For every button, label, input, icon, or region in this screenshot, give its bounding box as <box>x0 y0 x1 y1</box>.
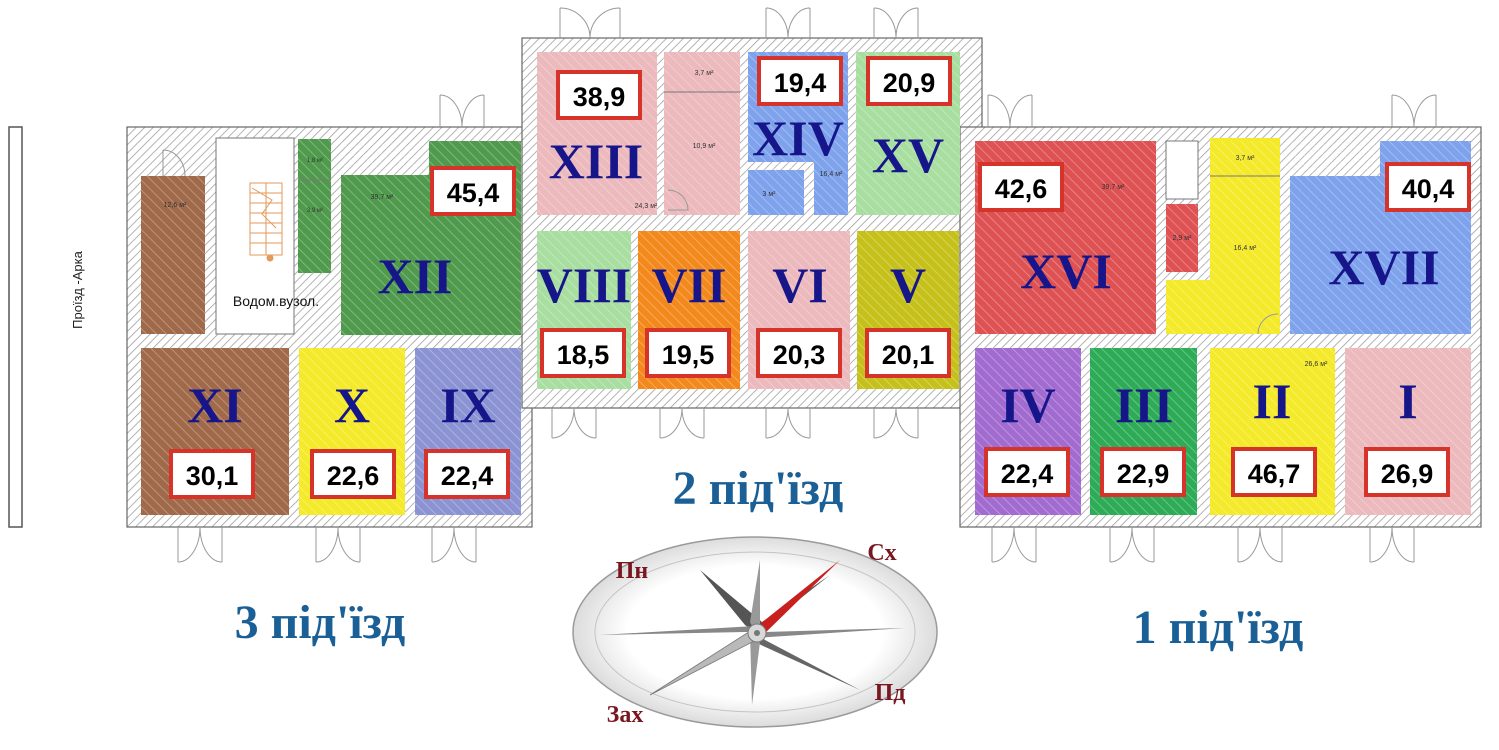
unit-numeral-xv: XV <box>872 127 944 183</box>
unit-numerals: I II III IV V VI VII VIII IX X XI XII XI… <box>187 110 1439 433</box>
arch-passage-strip <box>8 126 23 528</box>
area-box-iii: 22,9 <box>1100 447 1186 497</box>
unit-numeral-i: I <box>1398 373 1417 429</box>
unit-numeral-xi: XI <box>187 377 243 433</box>
sub-area-xvi: 39,7 м² <box>1102 184 1125 191</box>
svg-text:20,1: 20,1 <box>882 340 935 370</box>
area-box-v: 20,1 <box>865 328 951 378</box>
area-box-xiii: 38,9 <box>556 70 642 120</box>
sub-area-xii: 39,7 м² <box>371 194 394 201</box>
svg-text:42,6: 42,6 <box>995 174 1048 204</box>
sub-area-stair-a: 1,8 м² <box>307 158 323 164</box>
compass-east: Сх <box>867 540 896 566</box>
unit-numeral-vii: VII <box>651 257 726 313</box>
area-box-vii: 19,5 <box>645 328 731 378</box>
unit-numeral-xii: XII <box>377 248 452 304</box>
area-boxes: 26,9 46,7 22,9 22,4 20,1 20,3 19,5 18,5 … <box>169 56 1471 499</box>
sub-area-xiv-b: 16,4 м² <box>820 171 843 178</box>
area-box-x: 22,6 <box>310 449 396 499</box>
svg-text:46,7: 46,7 <box>1248 459 1301 489</box>
unit-numeral-x: X <box>334 377 370 433</box>
doors <box>162 7 1437 563</box>
area-box-xi: 30,1 <box>169 449 255 499</box>
sub-area-labels: 12,6 м² 1,8 м² 3,9 м² 39,7 м² 3,7 м² 10,… <box>164 70 1328 368</box>
svg-text:38,9: 38,9 <box>573 82 626 112</box>
unit-numeral-vi: VI <box>772 257 828 313</box>
area-box-xv: 20,9 <box>866 56 952 106</box>
svg-text:20,9: 20,9 <box>883 68 936 98</box>
svg-text:20,3: 20,3 <box>773 340 826 370</box>
svg-text:18,5: 18,5 <box>557 340 610 370</box>
svg-text:22,9: 22,9 <box>1117 459 1170 489</box>
area-box-xii: 45,4 <box>430 166 516 216</box>
area-box-viii: 18,5 <box>540 328 626 378</box>
svg-text:22,4: 22,4 <box>441 461 494 491</box>
area-box-xvii: 40,4 <box>1385 162 1471 212</box>
interior-lines <box>298 91 1280 200</box>
unit-numeral-xiii: XIII <box>549 133 643 189</box>
room-utility <box>215 137 295 335</box>
sub-area-ii-a: 3,7 м² <box>1236 155 1255 162</box>
unit-numeral-xvii: XVII <box>1328 239 1439 295</box>
area-box-iv: 22,4 <box>984 447 1070 497</box>
area-box-ii: 46,7 <box>1231 447 1317 497</box>
area-box-i: 26,9 <box>1364 447 1450 497</box>
sub-area-xiii-a: 3,7 м² <box>695 70 714 77</box>
unit-numeral-iii: III <box>1115 377 1173 433</box>
svg-text:19,4: 19,4 <box>774 68 827 98</box>
sub-area-xvi-small: 2,9 м² <box>1173 235 1192 242</box>
entrance-label-3: 3 під'їзд <box>235 596 406 649</box>
compass-south: Пд <box>875 680 906 706</box>
svg-text:22,4: 22,4 <box>1001 459 1054 489</box>
staircase-icon <box>249 182 283 262</box>
unit-numeral-ix: IX <box>440 377 496 433</box>
sub-area-brown: 12,6 м² <box>164 202 187 209</box>
unit-numeral-iv: IV <box>1000 377 1056 433</box>
entrance-label-1: 1 під'їзд <box>1133 601 1304 654</box>
unit-numeral-xvi: XVI <box>1020 243 1112 299</box>
sub-area-xiv-a: 3 м² <box>763 191 777 198</box>
unit-numeral-viii: VIII <box>537 257 631 313</box>
compass-west: Зах <box>607 702 644 728</box>
svg-text:30,1: 30,1 <box>186 461 239 491</box>
sub-area-xiii-b: 10,9 м² <box>693 143 716 150</box>
area-box-xiv: 19,4 <box>757 56 843 106</box>
sub-area-ii-c: 26,6 м² <box>1305 361 1328 368</box>
svg-text:26,9: 26,9 <box>1381 459 1434 489</box>
svg-text:40,4: 40,4 <box>1402 174 1455 204</box>
svg-text:45,4: 45,4 <box>447 178 500 208</box>
sub-area-xiii-c: 24,3 м² <box>635 203 658 210</box>
unit-numeral-ii: II <box>1253 373 1292 429</box>
svg-text:19,5: 19,5 <box>662 340 715 370</box>
compass-north: Пн <box>616 558 649 584</box>
area-box-ix: 22,4 <box>424 449 510 499</box>
area-box-xvi: 42,6 <box>978 162 1064 212</box>
sub-area-ii-b: 16,4 м² <box>1234 245 1257 252</box>
sub-area-stair-b: 3,9 м² <box>307 208 323 214</box>
svg-text:22,6: 22,6 <box>327 461 380 491</box>
unit-numeral-xiv: XIV <box>752 110 844 166</box>
area-box-vi: 20,3 <box>756 328 842 378</box>
arch-passage-label: Проїзд -Арка <box>70 250 85 328</box>
utility-room-label: Водом.вузол. <box>233 293 319 309</box>
unit-numeral-v: V <box>890 257 926 313</box>
entrance-label-2: 2 під'їзд <box>673 462 844 515</box>
compass-icon: Пн Сх Пд Зах <box>572 536 938 728</box>
